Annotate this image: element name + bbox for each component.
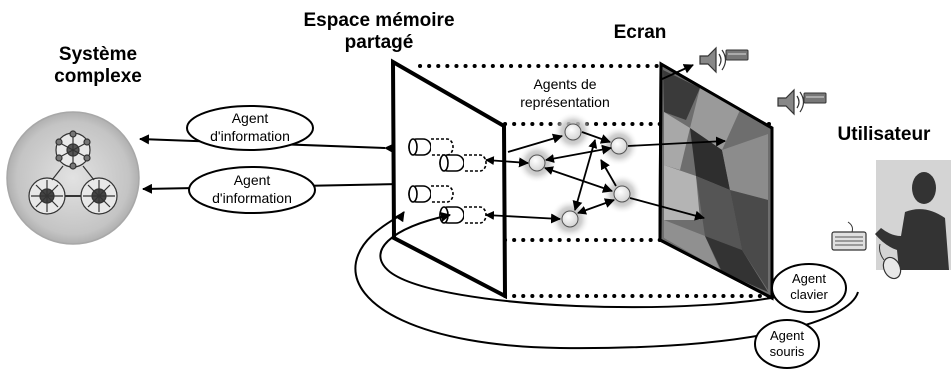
mouse-agent-label-line2: souris <box>769 343 805 359</box>
keyboard-icon <box>831 221 867 251</box>
mouse-icon <box>879 243 902 280</box>
memory-slot <box>408 138 454 156</box>
keyboard-agent-label-line1: Agent <box>792 271 826 286</box>
dotted-frame <box>418 64 775 298</box>
keyboard-agent-label-line2: clavier <box>790 286 828 302</box>
info-agent-label-2: Agent d'information <box>189 172 315 207</box>
representation-agents-label: Agents de représentation <box>495 76 635 111</box>
screen-panel <box>658 61 774 301</box>
shared-memory-panel <box>390 58 508 300</box>
keyboard-agent-oval <box>771 263 847 313</box>
mouse-agent-oval <box>754 319 820 369</box>
speaker-icon <box>699 46 727 74</box>
system-title-line2: complexe <box>54 65 142 87</box>
info-agent-oval-2 <box>188 166 316 214</box>
mouse-agent-label-line1: Agent <box>770 328 804 343</box>
info-agent-oval-1 <box>186 105 314 151</box>
keyboard-icon <box>803 92 827 104</box>
user-title: Utilisateur <box>837 124 931 145</box>
info-agent-label-1-line1: Agent <box>231 110 269 126</box>
system-title-line1: Système <box>58 44 138 65</box>
representation-label-line1: Agents de <box>533 76 597 92</box>
keyboard-icon <box>725 49 749 61</box>
memory-title: Espace mémoire partagé <box>294 10 464 54</box>
keyboard-agent-label: Agent clavier <box>777 271 841 302</box>
memory-slot <box>408 185 454 203</box>
info-agent-label-2-line2: d'information <box>212 189 292 206</box>
representation-label-line2: représentation <box>520 93 610 110</box>
mouse-agent-label: Agent souris <box>757 328 817 359</box>
system-title: Système complexe <box>38 44 158 88</box>
complex-system-disc <box>6 111 140 245</box>
info-agent-label-1: Agent d'information <box>187 110 313 145</box>
screen-title: Ecran <box>613 22 667 43</box>
speaker-icon <box>777 88 805 116</box>
memory-title-line2: partagé <box>344 31 414 53</box>
agent-arrows <box>485 64 726 224</box>
user-silhouette-icon <box>875 160 951 270</box>
memory-slot <box>439 154 487 172</box>
network-icon <box>28 130 118 215</box>
memory-slots <box>408 138 487 224</box>
info-agent-label-1-line2: d'information <box>210 127 290 144</box>
memory-title-line1: Espace mémoire <box>303 10 455 31</box>
representation-agents <box>517 112 642 239</box>
info-agent-label-2-line1: Agent <box>233 172 271 188</box>
